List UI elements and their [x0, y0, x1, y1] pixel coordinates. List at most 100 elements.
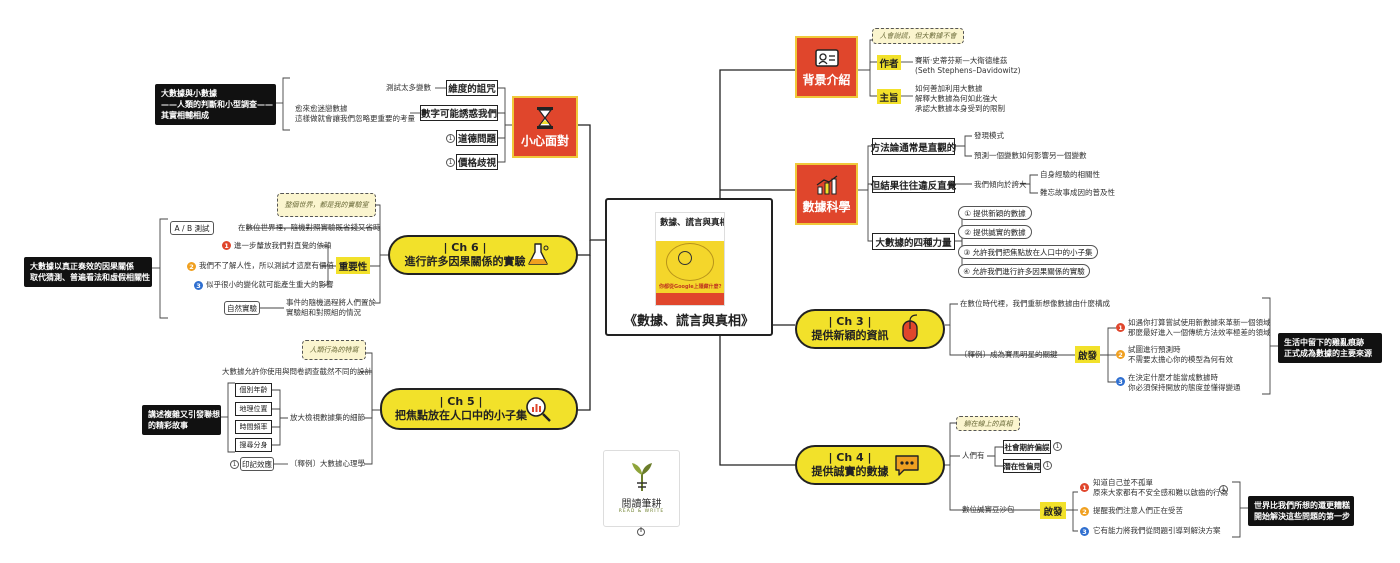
- ds-item-counterintuitive[interactable]: 但結果往往違反直覺: [871, 176, 956, 193]
- theme-label[interactable]: 主旨: [877, 89, 901, 104]
- careful-item1-left: 測試太多變數: [386, 83, 431, 92]
- ch4-summary: 世界比我們所想的還更糟糕 開始解決這些問題的第一步: [1248, 496, 1354, 526]
- dim-doppelganger[interactable]: 搜尋分身: [235, 438, 272, 452]
- center-node: 數據、謊言與真相 你都從Google上隱藏什麼? 《數據、謊言與真相》: [605, 198, 773, 336]
- careful-branch-node[interactable]: 小心面對: [512, 96, 578, 158]
- ch6-label: 進行許多因果關係的實驗: [404, 255, 526, 268]
- ch4-label: 提供誠實的數據: [811, 465, 889, 478]
- power-item-1[interactable]: ① 提供新穎的數據: [958, 206, 1032, 220]
- ch4-insight-2: 提醒我們注意人們正在受苦: [1093, 506, 1183, 515]
- bar-chart-icon: [816, 174, 837, 194]
- ch4-serum: 數位誠實豆沙包: [962, 505, 1015, 514]
- chat-bubble-icon: [895, 455, 919, 476]
- theme-text: 如何善加利用大數據 解釋大數據為何如此強大 承認大數據本身受到的限制: [915, 84, 1005, 113]
- ch6-branch-node[interactable]: | Ch 6 | 進行許多因果關係的實驗: [388, 235, 578, 275]
- ch3-label: 提供新穎的資訊: [811, 329, 889, 342]
- imprint-effect[interactable]: 印記效應: [240, 457, 274, 471]
- hourglass-icon: [537, 106, 553, 129]
- ch4-insight-1: 知道自己並不孤單 原來大家都有不安全感和難以啟齒的行為: [1093, 478, 1228, 497]
- careful-item-dimension[interactable]: 維度的詛咒: [446, 80, 498, 96]
- book-cover-title: 數據、謊言與真相: [660, 218, 725, 228]
- ds-item1-sub1: 發現模式: [974, 131, 1004, 140]
- ds-item-four-powers[interactable]: 大數據的四種力量: [872, 233, 955, 250]
- ch5-label: 把焦點放在人口中的小子集: [395, 409, 527, 422]
- ds-item2-mid: 我們傾向於誇大: [974, 180, 1027, 189]
- bias-latent[interactable]: 潛在性偏見: [1003, 459, 1041, 473]
- imprint-badge-icon: 1: [230, 460, 239, 469]
- ch4-num-3-icon: 3: [1080, 527, 1089, 536]
- ch4-people: 人們有: [962, 451, 985, 460]
- ch5-branch-node[interactable]: | Ch 5 | 把焦點放在人口中的小子集: [380, 388, 578, 430]
- book-cover-image: 數據、謊言與真相 你都從Google上隱藏什麼?: [655, 212, 725, 306]
- dim-location[interactable]: 地理位置: [235, 402, 272, 416]
- mouse-icon: [902, 314, 918, 342]
- ch5-note: 人類行為的特寫: [302, 340, 366, 360]
- ch5-summary: 講述複雜又引發聯想 的精彩故事: [142, 405, 221, 435]
- imp-1: 進一步釐放我們對直覺的依賴: [234, 241, 332, 250]
- book-cover-subtitle: 你都從Google上隱藏什麼?: [659, 284, 722, 290]
- ch4-insight1-badge-icon: 1: [1219, 485, 1228, 494]
- natural-text: 事件的隨機過程將人們置於 實驗組和對照組的情況: [286, 298, 376, 317]
- id-card-icon: [814, 48, 839, 67]
- logo-text: 閱讀筆耕: [621, 499, 662, 510]
- ch3-num-2-icon: 2: [1116, 350, 1125, 359]
- data-science-branch-node[interactable]: 數據科學: [795, 163, 858, 225]
- ch5-line1: 大數據允許你使用與問卷調查截然不同的設計: [222, 367, 372, 376]
- ch6-note: 整個世界，都是我的實驗室: [277, 193, 376, 217]
- imprint-text: 〔釋例〕大數據心理學: [290, 459, 365, 468]
- power-item-3[interactable]: ③ 允許我們把焦點放在人口中的小子集: [958, 245, 1098, 259]
- imp-num-3-icon: 3: [194, 281, 203, 290]
- ds-item1-sub2: 預測一個變數如何影響另一個變數: [974, 151, 1087, 160]
- center-title: 《數據、謊言與真相》: [623, 314, 754, 329]
- ch4-label-top: | Ch 4 |: [828, 451, 872, 464]
- power-item-2[interactable]: ② 提供誠實的數據: [958, 225, 1032, 239]
- ab-test[interactable]: A / B 測試: [170, 221, 214, 235]
- ds-item2-sub2: 難忘故事成因的普及性: [1040, 188, 1115, 197]
- ch3-line1: 在數位時代裡，我們重新想像數據由什麼構成: [960, 299, 1110, 308]
- ch3-num-3-icon: 3: [1116, 377, 1125, 386]
- ch3-branch-node[interactable]: | Ch 3 | 提供新穎的資訊: [795, 309, 945, 349]
- background-branch-node[interactable]: 背景介紹: [795, 36, 858, 98]
- dim-age[interactable]: 個別年齡: [235, 383, 272, 397]
- ch3-num-1-icon: 1: [1116, 323, 1125, 332]
- careful-summary: 大數據與小數據 ——人類的判斷和小型調查—— 其實相輔相成: [155, 84, 276, 125]
- flask-icon: [528, 243, 549, 265]
- logo-card: 閱讀筆耕 READ & WRITE: [603, 450, 680, 527]
- data-science-branch-label: 數據科學: [802, 199, 851, 214]
- imp-2: 我們不了解人性，所以測試才這麼有價值: [199, 261, 334, 270]
- logo-badge-icon: [637, 528, 645, 536]
- imp-num-2-icon: 2: [187, 262, 196, 271]
- careful-item-numbers[interactable]: 數字可能誘惑我們: [420, 105, 498, 121]
- ch4-note: 躺在線上的真相: [956, 416, 1020, 431]
- natural-experiment[interactable]: 自然實驗: [224, 301, 260, 315]
- dim-time[interactable]: 時間頻率: [235, 420, 272, 434]
- ch6-summary: 大數據以真正奏效的因果關係 取代猜測、普遍看法和虛假相關性: [24, 257, 152, 287]
- ch4-insight-tag[interactable]: 啟發: [1040, 502, 1066, 519]
- careful-item-price[interactable]: 價格歧視: [456, 154, 498, 170]
- ch3-insight-tag[interactable]: 啟發: [1075, 346, 1100, 363]
- ch3-label-top: | Ch 3 |: [828, 315, 872, 328]
- bias2-badge-icon: 1: [1043, 461, 1052, 470]
- bias-social-desirability[interactable]: 社會期許偏誤: [1003, 440, 1051, 454]
- pen-sprout-logo-icon: [632, 463, 652, 491]
- magnifier-chart-icon: [526, 397, 551, 422]
- ch3-summary: 生活中留下的雞亂痕跡 正式成為數據的主要來源: [1278, 333, 1382, 363]
- ab-test-text: 在數位世界裡，隨機對照實驗既省錢又省時: [238, 223, 381, 232]
- price-badge-icon: 1: [446, 158, 455, 167]
- importance-tag[interactable]: 重要性: [336, 257, 370, 274]
- power-item-4[interactable]: ④ 允許我們進行許多因果關係的實驗: [958, 264, 1090, 278]
- ch4-branch-node[interactable]: | Ch 4 | 提供誠實的數據: [795, 445, 945, 485]
- bias1-badge-icon: 1: [1053, 442, 1062, 451]
- dims-text: 放大檢視數據集的細節: [290, 413, 365, 422]
- ch6-label-top: | Ch 6 |: [443, 241, 487, 254]
- ch4-num-2-icon: 2: [1080, 507, 1089, 516]
- ds-item2-sub1: 自身經驗的相關性: [1040, 170, 1100, 179]
- careful-item-ethics[interactable]: 道德問題: [456, 130, 498, 146]
- careful-item2-left: 愈來愈迷戀數據 這樣做就會讓我們忽略更重要的考量: [295, 104, 415, 123]
- ch3-line2: 〔釋例〕成為賽馬明星的關鍵: [960, 350, 1058, 359]
- ch3-insight-3: 在決定什麼才能當成數據時 你必須保持開放的態度並懂得變通: [1128, 373, 1241, 392]
- background-branch-label: 背景介紹: [802, 72, 851, 87]
- ds-item-intuitive-method[interactable]: 方法論通常是直觀的: [871, 138, 956, 155]
- author-label[interactable]: 作者: [877, 55, 901, 70]
- logo-subtext: READ & WRITE: [618, 509, 665, 514]
